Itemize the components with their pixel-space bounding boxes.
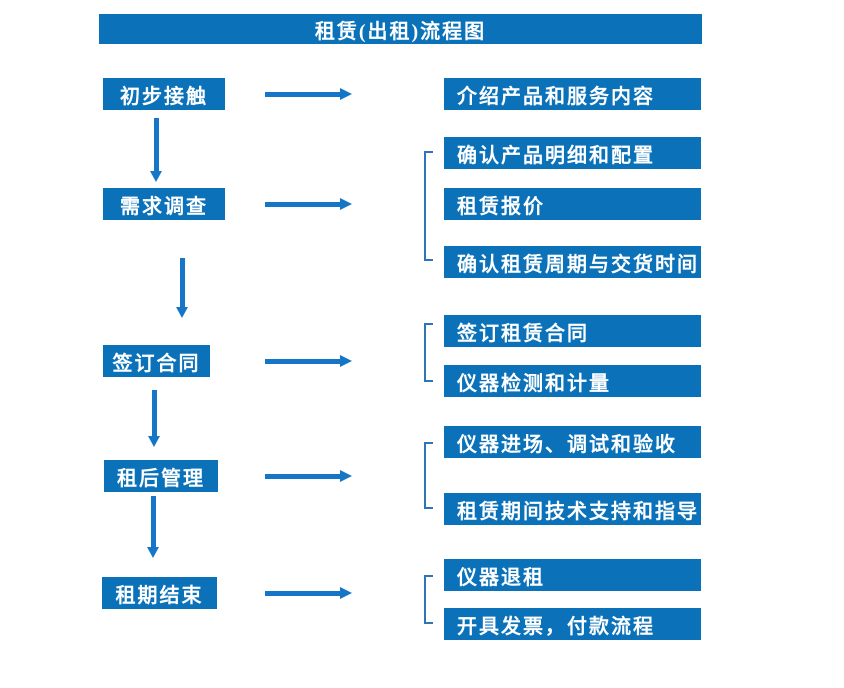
step-sign-contract: 签订合同 [103, 345, 210, 377]
page-title: 租赁(出租)流程图 [314, 20, 487, 43]
arrow-line [180, 258, 185, 308]
arrow-right-connector-5 [265, 587, 352, 600]
bracket-connector-group-4 [424, 442, 433, 509]
detail-box-tech-support-guidance: 租赁期间技术支持和指导 [444, 493, 701, 525]
arrow-down-icon [176, 307, 188, 318]
step-post-rental-management: 租后管理 [104, 460, 218, 492]
arrow-down-icon [150, 171, 162, 182]
bracket-connector-group-3 [424, 323, 433, 382]
detail-box-invoice-payment: 开具发票，付款流程 [444, 608, 701, 640]
arrow-right-connector-3 [265, 355, 352, 368]
detail-box-rental-quote: 租赁报价 [444, 188, 701, 220]
arrow-down-connector-3 [148, 390, 161, 447]
detail-box-confirm-period-delivery: 确认租赁周期与交货时间 [444, 246, 701, 278]
arrow-line [265, 474, 341, 479]
arrow-down-icon [148, 436, 160, 447]
arrow-down-connector-4 [147, 496, 160, 558]
arrow-down-connector-1 [150, 118, 163, 182]
step-initial-contact: 初步接触 [103, 78, 225, 110]
title-bar: 租赁(出租)流程图 [99, 14, 702, 44]
arrow-right-icon [340, 198, 352, 210]
step-rental-end: 租期结束 [102, 577, 217, 609]
arrow-line [265, 359, 341, 364]
bracket-connector-group-2 [424, 151, 433, 261]
arrow-right-icon [340, 470, 352, 482]
arrow-right-connector-1 [265, 88, 352, 101]
detail-box-sign-rental-contract: 签订租赁合同 [444, 315, 701, 347]
arrow-line [152, 390, 157, 437]
arrow-right-icon [340, 88, 352, 100]
arrow-line [151, 496, 156, 548]
arrow-line [154, 118, 159, 172]
bracket-connector-group-5 [424, 575, 433, 624]
arrow-right-connector-4 [265, 470, 352, 483]
detail-box-confirm-product-config: 确认产品明细和配置 [444, 137, 701, 169]
detail-box-instrument-return: 仪器退租 [444, 559, 701, 591]
arrow-line [265, 202, 341, 207]
arrow-line [265, 591, 341, 596]
detail-box-intro-products-services: 介绍产品和服务内容 [444, 78, 701, 110]
arrow-down-connector-2 [176, 258, 189, 318]
detail-box-instrument-test-metering: 仪器检测和计量 [444, 365, 701, 397]
arrow-right-icon [340, 587, 352, 599]
arrow-down-icon [147, 547, 159, 558]
arrow-right-icon [340, 355, 352, 367]
arrow-right-connector-2 [265, 198, 352, 211]
detail-box-instrument-setup-accept: 仪器进场、调试和验收 [444, 426, 701, 458]
arrow-line [265, 92, 341, 97]
step-demand-survey: 需求调查 [103, 188, 225, 220]
